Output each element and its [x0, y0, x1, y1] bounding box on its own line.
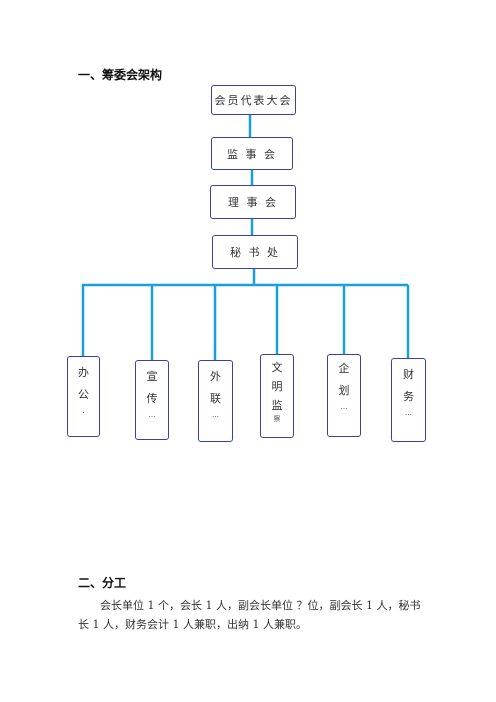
- node-members-assembly: 会员代表大会: [211, 85, 296, 115]
- org-chart-connectors: [81, 114, 410, 360]
- dept-char: 联: [210, 392, 221, 405]
- node-label: 会员代表大会: [214, 94, 293, 107]
- org-chart: 会员代表大会 监 事 会 理 事 会 秘 书 处 办 公 . 宣 传 … 外 联…: [67, 85, 426, 442]
- dept-ellipsis: …: [148, 411, 156, 419]
- node-dept-publicity: 宣 传 …: [135, 360, 169, 440]
- dept-char: 文: [271, 361, 283, 374]
- node-label: 监 事 会: [227, 147, 277, 161]
- dept-ellipsis: 察: [273, 415, 281, 423]
- dept-char: 办: [78, 366, 89, 379]
- dept-char: 外: [210, 370, 221, 383]
- dept-ellipsis: .: [82, 407, 85, 415]
- dept-char: 传: [146, 392, 158, 405]
- dept-ellipsis: …: [212, 411, 219, 419]
- dept-char: 财: [403, 368, 414, 381]
- dept-char: 务: [403, 390, 414, 403]
- node-supervisory-board: 监 事 会: [211, 137, 293, 170]
- dept-char: 公: [78, 388, 89, 401]
- dept-ellipsis: …: [405, 409, 412, 417]
- section-title-division-of-labor: 二、分工: [78, 576, 127, 590]
- node-dept-liaison: 外 联 …: [198, 360, 233, 442]
- node-secretariat: 秘 书 处: [212, 235, 298, 269]
- node-dept-finance: 财 务 …: [391, 358, 426, 442]
- node-label: 秘 书 处: [230, 246, 280, 259]
- dept-char: 宣: [146, 370, 158, 383]
- node-dept-civility-supervision: 文 明 监 察: [260, 354, 294, 438]
- dept-char: 划: [338, 384, 350, 397]
- division-paragraph: 会长单位 1 个，会长 1 人，副会长单位 ？位，副会长 1 人，秘书长 1 人…: [78, 599, 421, 631]
- dept-char: 监: [271, 399, 283, 412]
- node-dept-office: 办 公 .: [67, 356, 100, 437]
- node-dept-planning: 企 划 …: [327, 354, 361, 437]
- section-title-structure: 一、筹委会架构: [78, 68, 163, 82]
- dept-char: 明: [271, 380, 283, 393]
- dept-ellipsis: …: [340, 403, 348, 411]
- dept-char: 企: [338, 362, 350, 375]
- node-council: 理 事 会: [210, 185, 296, 219]
- node-label: 理 事 会: [228, 196, 278, 209]
